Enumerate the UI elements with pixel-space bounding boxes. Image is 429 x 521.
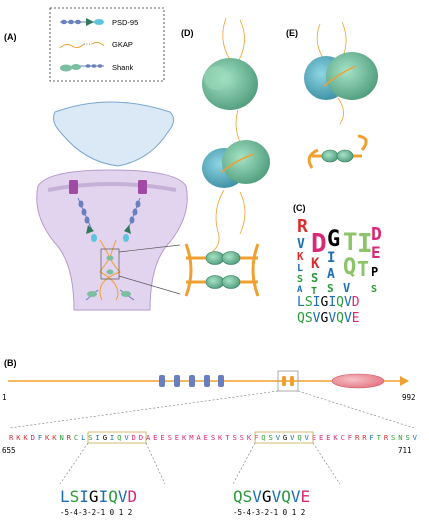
structure-d <box>202 17 270 253</box>
zoom-schematic <box>184 243 260 297</box>
svg-text:T: T <box>357 257 369 281</box>
svg-text:E: E <box>371 243 381 262</box>
panel-label-e: (E) <box>286 28 298 38</box>
motif1-large: LSIGIQVD <box>60 487 137 506</box>
svg-text:K: K <box>297 250 304 263</box>
svg-text:A: A <box>297 285 303 295</box>
svg-text:I: I <box>327 250 335 266</box>
dendritic-spine <box>36 169 188 311</box>
zoom-box <box>100 248 120 280</box>
svg-text:V: V <box>297 237 305 252</box>
svg-text:S: S <box>297 274 303 285</box>
svg-text:K: K <box>311 256 320 272</box>
svg-text:V: V <box>343 281 350 295</box>
svg-text:P: P <box>371 265 378 279</box>
shank-legend-glyph <box>60 64 104 72</box>
motif2-box <box>254 431 314 444</box>
svg-text:A: A <box>327 267 335 282</box>
axis-end-label: 992 <box>402 393 416 402</box>
sequence-logo: R V K L S A D K S T G I A S T Q V I T D … <box>297 216 382 326</box>
panel-label-d: (D) <box>181 28 194 38</box>
svg-text:S: S <box>327 282 334 295</box>
legend: PSD-95 GKAP Shank <box>49 7 165 82</box>
legend-shank: Shank <box>112 63 134 72</box>
svg-text:S: S <box>371 284 377 295</box>
motif2-large: QSVGVQVE <box>233 487 310 506</box>
axis-arrow-icon <box>400 376 409 386</box>
svg-text:I: I <box>357 229 373 259</box>
svg-text:T: T <box>343 228 357 256</box>
seq-start-label: 655 <box>2 446 16 455</box>
svg-text:G: G <box>327 227 340 252</box>
motif1-box <box>87 431 147 444</box>
svg-text:D: D <box>371 224 382 245</box>
receptor-right-icon <box>138 180 147 194</box>
panel-label-a: (A) <box>4 32 17 42</box>
motif1-positions: -5-4-3-2-1 0 1 2 <box>60 508 132 517</box>
synapse-diagram <box>36 101 188 311</box>
panel-label-c: (C) <box>293 203 306 213</box>
svg-text:R: R <box>297 216 308 237</box>
gkap-legend-glyph <box>59 41 105 49</box>
motif-zoom-box <box>277 370 299 392</box>
axis-start-label: 1 <box>2 393 7 402</box>
svg-text:D: D <box>311 229 327 259</box>
svg-text:Q: Q <box>343 255 356 280</box>
motif2-positions: -5-4-3-2-1 0 1 2 <box>233 508 305 517</box>
receptor-left-icon <box>69 180 78 194</box>
logo-consensus-2: QSVGVQVE <box>297 311 360 326</box>
legend-psd95: PSD-95 <box>112 18 138 27</box>
seq-end-label: 711 <box>398 446 412 455</box>
structure-e <box>304 21 378 169</box>
logo-consensus-1: LSIGIQVD <box>297 295 360 310</box>
svg-text:S: S <box>311 271 318 285</box>
panel-label-b: (B) <box>4 358 17 368</box>
legend-gkap: GKAP <box>112 40 133 49</box>
psd95-legend-glyph <box>60 18 104 26</box>
presynaptic-bouton <box>53 101 174 167</box>
svg-text:T: T <box>311 286 317 297</box>
svg-text:L: L <box>297 263 303 274</box>
